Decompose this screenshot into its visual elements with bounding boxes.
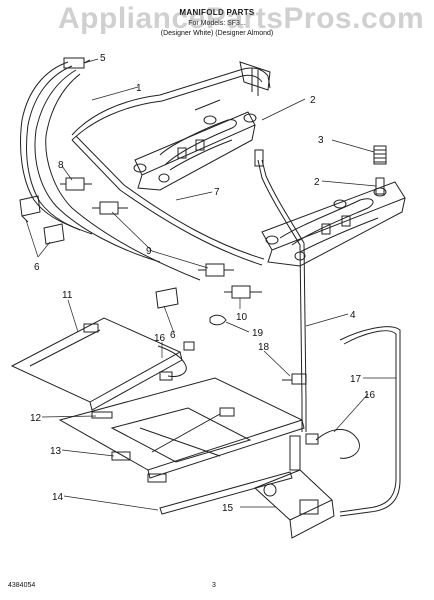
bracket-left-upper [19, 195, 41, 223]
page-number: 3 [212, 582, 216, 589]
leader-lines [25, 58, 396, 511]
callout-2-lower: 2 [314, 177, 320, 188]
wire-harness [20, 57, 201, 281]
spring [373, 145, 387, 165]
callout-11: 11 [62, 290, 73, 301]
callout-15: 15 [222, 503, 234, 514]
callout-6-mid: 6 [170, 330, 176, 341]
callout-14: 14 [52, 492, 64, 503]
variant-line: (Designer White) (Designer Almond) [160, 30, 274, 37]
ignitor-wire-left [157, 341, 195, 381]
valve-left-2 [92, 201, 128, 215]
callout-18: 18 [258, 342, 270, 353]
callout-8: 8 [58, 160, 64, 171]
tube-17 [339, 326, 401, 517]
clip-19 [209, 314, 227, 326]
diagram-title: MANIFOLD PARTS [179, 8, 255, 17]
manifold-pipe [71, 61, 271, 266]
burner-lower [261, 177, 406, 267]
callout-19: 19 [252, 328, 264, 339]
model-line: For Models: SF3... [188, 20, 246, 27]
callout-16-left: 16 [154, 333, 166, 344]
callout-16-right: 16 [364, 390, 376, 401]
bracket-left-lower [43, 223, 65, 245]
burner-upper [133, 99, 257, 191]
fitting-18 [282, 373, 307, 385]
callout-12: 12 [30, 413, 42, 424]
callout-17: 17 [350, 374, 362, 385]
callout-9: 9 [146, 246, 152, 257]
gas-tube [254, 149, 307, 432]
callout-1: 1 [136, 83, 142, 94]
callout-2-upper: 2 [310, 95, 316, 106]
callout-4: 4 [350, 310, 356, 321]
callout-6-left: 6 [34, 262, 40, 273]
callout-10: 10 [236, 312, 248, 323]
heat-shield [10, 317, 183, 411]
doc-number: 4384054 [8, 582, 36, 589]
rod-14 [159, 471, 293, 515]
ignitor-wire-right [305, 429, 360, 459]
valve-8 [60, 177, 92, 191]
callout-5: 5 [100, 53, 106, 64]
valve-9 [198, 263, 234, 277]
valve-10 [224, 285, 262, 299]
burner-base [58, 377, 305, 479]
callout-3: 3 [318, 135, 324, 146]
callout-7: 7 [214, 187, 220, 198]
regulator-15 [254, 435, 335, 539]
callout-13: 13 [50, 446, 62, 457]
callouts: 1 2 3 2 4 5 6 6 7 8 9 10 11 12 13 14 15 … [30, 53, 376, 514]
bracket-mid [155, 287, 179, 309]
